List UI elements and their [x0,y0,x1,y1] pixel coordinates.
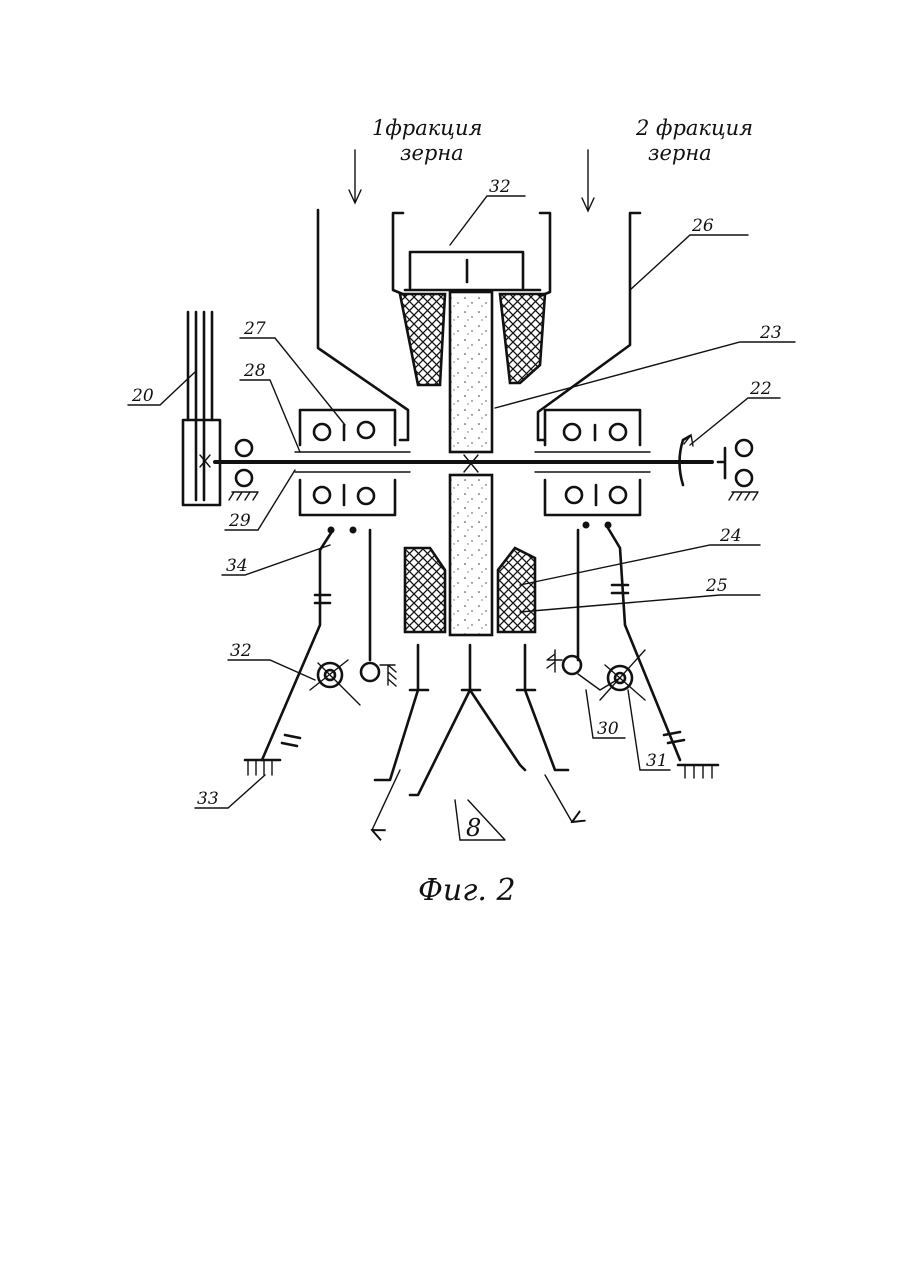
bearing-housing-lower-right [545,480,640,515]
inlet-arrow-right [582,150,594,211]
label-33: 33 [197,789,219,809]
inlet-right-line1: 2 фракция [635,116,753,140]
inlet-left-line2: зерна [400,141,464,165]
label-34: 34 [226,556,248,576]
label-31: 31 [646,751,668,771]
grinding-disc-upper [450,292,492,452]
label-8: 8 [466,814,481,842]
hopper-left [318,210,408,440]
label-22: 22 [749,379,772,399]
bearing-housing-upper-right [545,410,640,445]
bearing-icon [229,440,258,500]
label-25: 25 [705,576,728,596]
top-frame-32 [393,213,550,296]
inlet-right-line2: зерна [648,141,712,165]
label-27: 27 [243,319,266,339]
label-20: 20 [131,386,154,406]
label-32-left: 32 [230,641,252,661]
inlet-arrow-left [349,150,361,203]
abrasive-ring-bottom-right [498,548,535,632]
discharge-chutes [372,645,572,830]
label-28: 28 [243,361,266,381]
bearing-housing-upper-left [300,410,395,445]
pulley-drive-20 [183,312,220,505]
label-26: 26 [691,216,714,236]
ground-hatch-icon-right [678,765,718,778]
label-23: 23 [759,323,782,343]
hopper-right [538,213,640,440]
figure-caption: Фиг. 2 [418,873,516,908]
abrasive-ring-bottom-left [405,548,445,632]
inlet-left-line1: 1фракция [372,116,482,140]
ground-hatch-icon [245,760,280,775]
label-30: 30 [597,719,619,739]
bearing-housing-lower-left [300,480,395,515]
abrasive-ring-top-left [400,294,445,385]
abrasive-ring-top-right [500,294,545,383]
label-29: 29 [228,511,251,531]
label-32-top: 32 [489,177,511,197]
grinding-disc-lower [450,475,492,635]
bearing-icon-right [718,440,758,500]
label-24: 24 [719,526,742,546]
